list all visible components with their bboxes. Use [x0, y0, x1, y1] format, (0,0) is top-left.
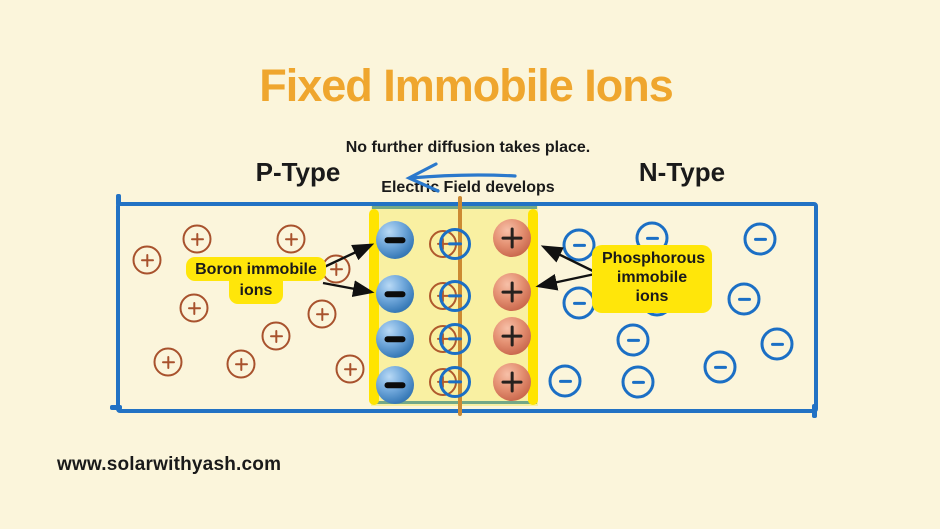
no-diffusion-note: No further diffusion takes place.	[345, 139, 591, 156]
depletion-right-boundary-bar	[528, 209, 538, 405]
phosphorous-label: Phosphorous immobile ions	[592, 245, 712, 313]
boron-label-line2: ions	[228, 280, 284, 305]
electric-field-arrow-icon	[408, 173, 517, 180]
border-stroke-overshoot	[812, 404, 817, 418]
boron-label-line1: Boron immobile	[186, 257, 326, 282]
junction-center-line	[458, 196, 462, 416]
junction-box	[116, 202, 818, 413]
n-type-label: N-Type	[638, 157, 726, 187]
electric-field-note: Electric Field develops	[381, 179, 555, 196]
border-stroke-overshoot	[110, 405, 122, 410]
phosphorous-label-line2: immobile ions	[616, 269, 688, 306]
website-url: www.solarwithyash.com	[57, 454, 282, 475]
p-type-label: P-Type	[255, 157, 341, 187]
depletion-top-edge	[372, 206, 537, 209]
boron-label: Boron immobile ions	[184, 257, 328, 305]
border-stroke-overshoot	[116, 194, 121, 206]
page-title: Fixed Immobile Ions	[259, 60, 674, 111]
depletion-left-boundary-bar	[369, 209, 379, 405]
phosphorous-label-line1: Phosphorous	[602, 250, 706, 267]
depletion-bottom-edge	[372, 401, 537, 404]
